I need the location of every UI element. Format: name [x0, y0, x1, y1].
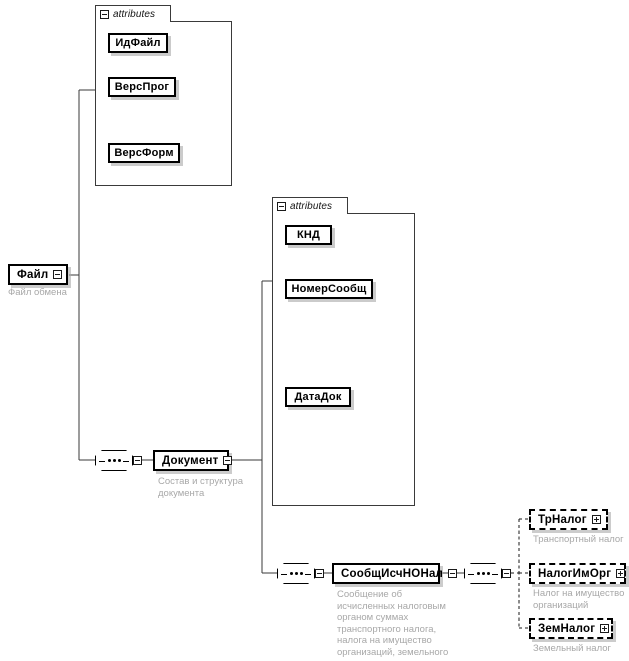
- sequence-bar-right: [305, 573, 311, 575]
- sequence-compositor-taxes[interactable]: [464, 563, 511, 584]
- sequence-bar-right: [492, 573, 498, 575]
- sequence-bar-right: [123, 460, 129, 462]
- element-doc-zemnalog: Земельный налог: [533, 643, 611, 654]
- minus-icon-sequence-soobshchischnonal[interactable]: [315, 569, 324, 578]
- element-name-fayl: Файл: [17, 268, 49, 281]
- attribute-name-idfayl: ИдФайл: [115, 37, 161, 49]
- element-box-trnalog[interactable]: ТрНалог: [529, 509, 608, 530]
- plus-icon-zemnalog[interactable]: [600, 624, 610, 633]
- element-doc-dokument: Состав и структура документа: [158, 476, 244, 499]
- minus-icon-soobshchischnonal[interactable]: [448, 569, 458, 578]
- attributes-tab-label-dokument: attributes: [290, 200, 333, 212]
- attribute-box-versform[interactable]: ВерсФорм: [108, 143, 180, 163]
- attribute-box-nomersoobshch[interactable]: НомерСообщ: [285, 279, 373, 299]
- attribute-name-nomersoobshch: НомерСообщ: [291, 283, 367, 295]
- attribute-name-versprog: ВерсПрог: [114, 81, 170, 93]
- sequence-compositor-dokument[interactable]: [95, 450, 142, 471]
- element-name-nalogimorg: НалогИмОрг: [538, 567, 612, 580]
- attribute-box-idfayl[interactable]: ИдФайл: [108, 33, 168, 53]
- minus-icon-sequence-dokument[interactable]: [133, 456, 142, 465]
- element-box-dokument[interactable]: Документ: [153, 450, 233, 471]
- sequence-dots: [476, 572, 490, 575]
- element-box-zemnalog[interactable]: ЗемНалог: [529, 618, 613, 639]
- element-box-fayl[interactable]: Файл: [8, 264, 68, 285]
- plus-icon-nalogimorg[interactable]: [616, 569, 626, 578]
- plus-icon-trnalog[interactable]: [591, 515, 601, 524]
- minus-icon-fayl[interactable]: [53, 270, 63, 279]
- element-box-soobshchischnonal[interactable]: СообщИсчНОНал: [332, 563, 458, 584]
- minus-icon-dokument[interactable]: [223, 456, 233, 465]
- element-doc-nalogimorg: Налог на имущество организаций: [533, 588, 625, 611]
- attribute-box-versprog[interactable]: ВерсПрог: [108, 77, 176, 97]
- sequence-dots: [289, 572, 303, 575]
- minus-icon-attributes-fayl[interactable]: [100, 9, 109, 19]
- sequence-bar-left: [468, 573, 474, 575]
- sequence-icon-taxes: [464, 563, 502, 584]
- attributes-body-dokument: [272, 213, 415, 506]
- sequence-compositor-soobshchischnonal[interactable]: [277, 563, 324, 584]
- attribute-box-knd[interactable]: КНД: [285, 225, 332, 245]
- attributes-tab-fayl[interactable]: attributes: [95, 5, 171, 22]
- attributes-tab-label-fayl: attributes: [113, 8, 156, 20]
- element-name-trnalog: ТрНалог: [538, 513, 587, 526]
- element-doc-fayl: Файл обмена: [8, 287, 67, 298]
- sequence-bar-left: [281, 573, 287, 575]
- attribute-name-knd: КНД: [296, 229, 321, 241]
- attribute-name-versform: ВерсФорм: [114, 147, 174, 159]
- minus-icon-sequence-taxes[interactable]: [502, 569, 511, 578]
- sequence-icon-soobshchischnonal: [277, 563, 315, 584]
- element-name-zemnalog: ЗемНалог: [538, 622, 596, 635]
- element-name-soobshchischnonal: СообщИсчНОНал: [341, 567, 444, 580]
- element-name-dokument: Документ: [162, 454, 219, 467]
- sequence-icon-dokument: [95, 450, 133, 471]
- attributes-tab-dokument[interactable]: attributes: [272, 197, 348, 214]
- attribute-box-datadok[interactable]: ДатаДок: [285, 387, 351, 407]
- element-doc-trnalog: Транспортный налог: [533, 534, 624, 545]
- sequence-dots: [107, 459, 121, 462]
- sequence-bar-left: [99, 460, 105, 462]
- element-box-nalogimorg[interactable]: НалогИмОрг: [529, 563, 626, 584]
- attribute-name-datadok: ДатаДок: [294, 391, 342, 403]
- minus-icon-attributes-dokument[interactable]: [277, 201, 286, 211]
- element-doc-soobshchischnonal: Сообщение об исчисленных налоговым орган…: [337, 589, 449, 661]
